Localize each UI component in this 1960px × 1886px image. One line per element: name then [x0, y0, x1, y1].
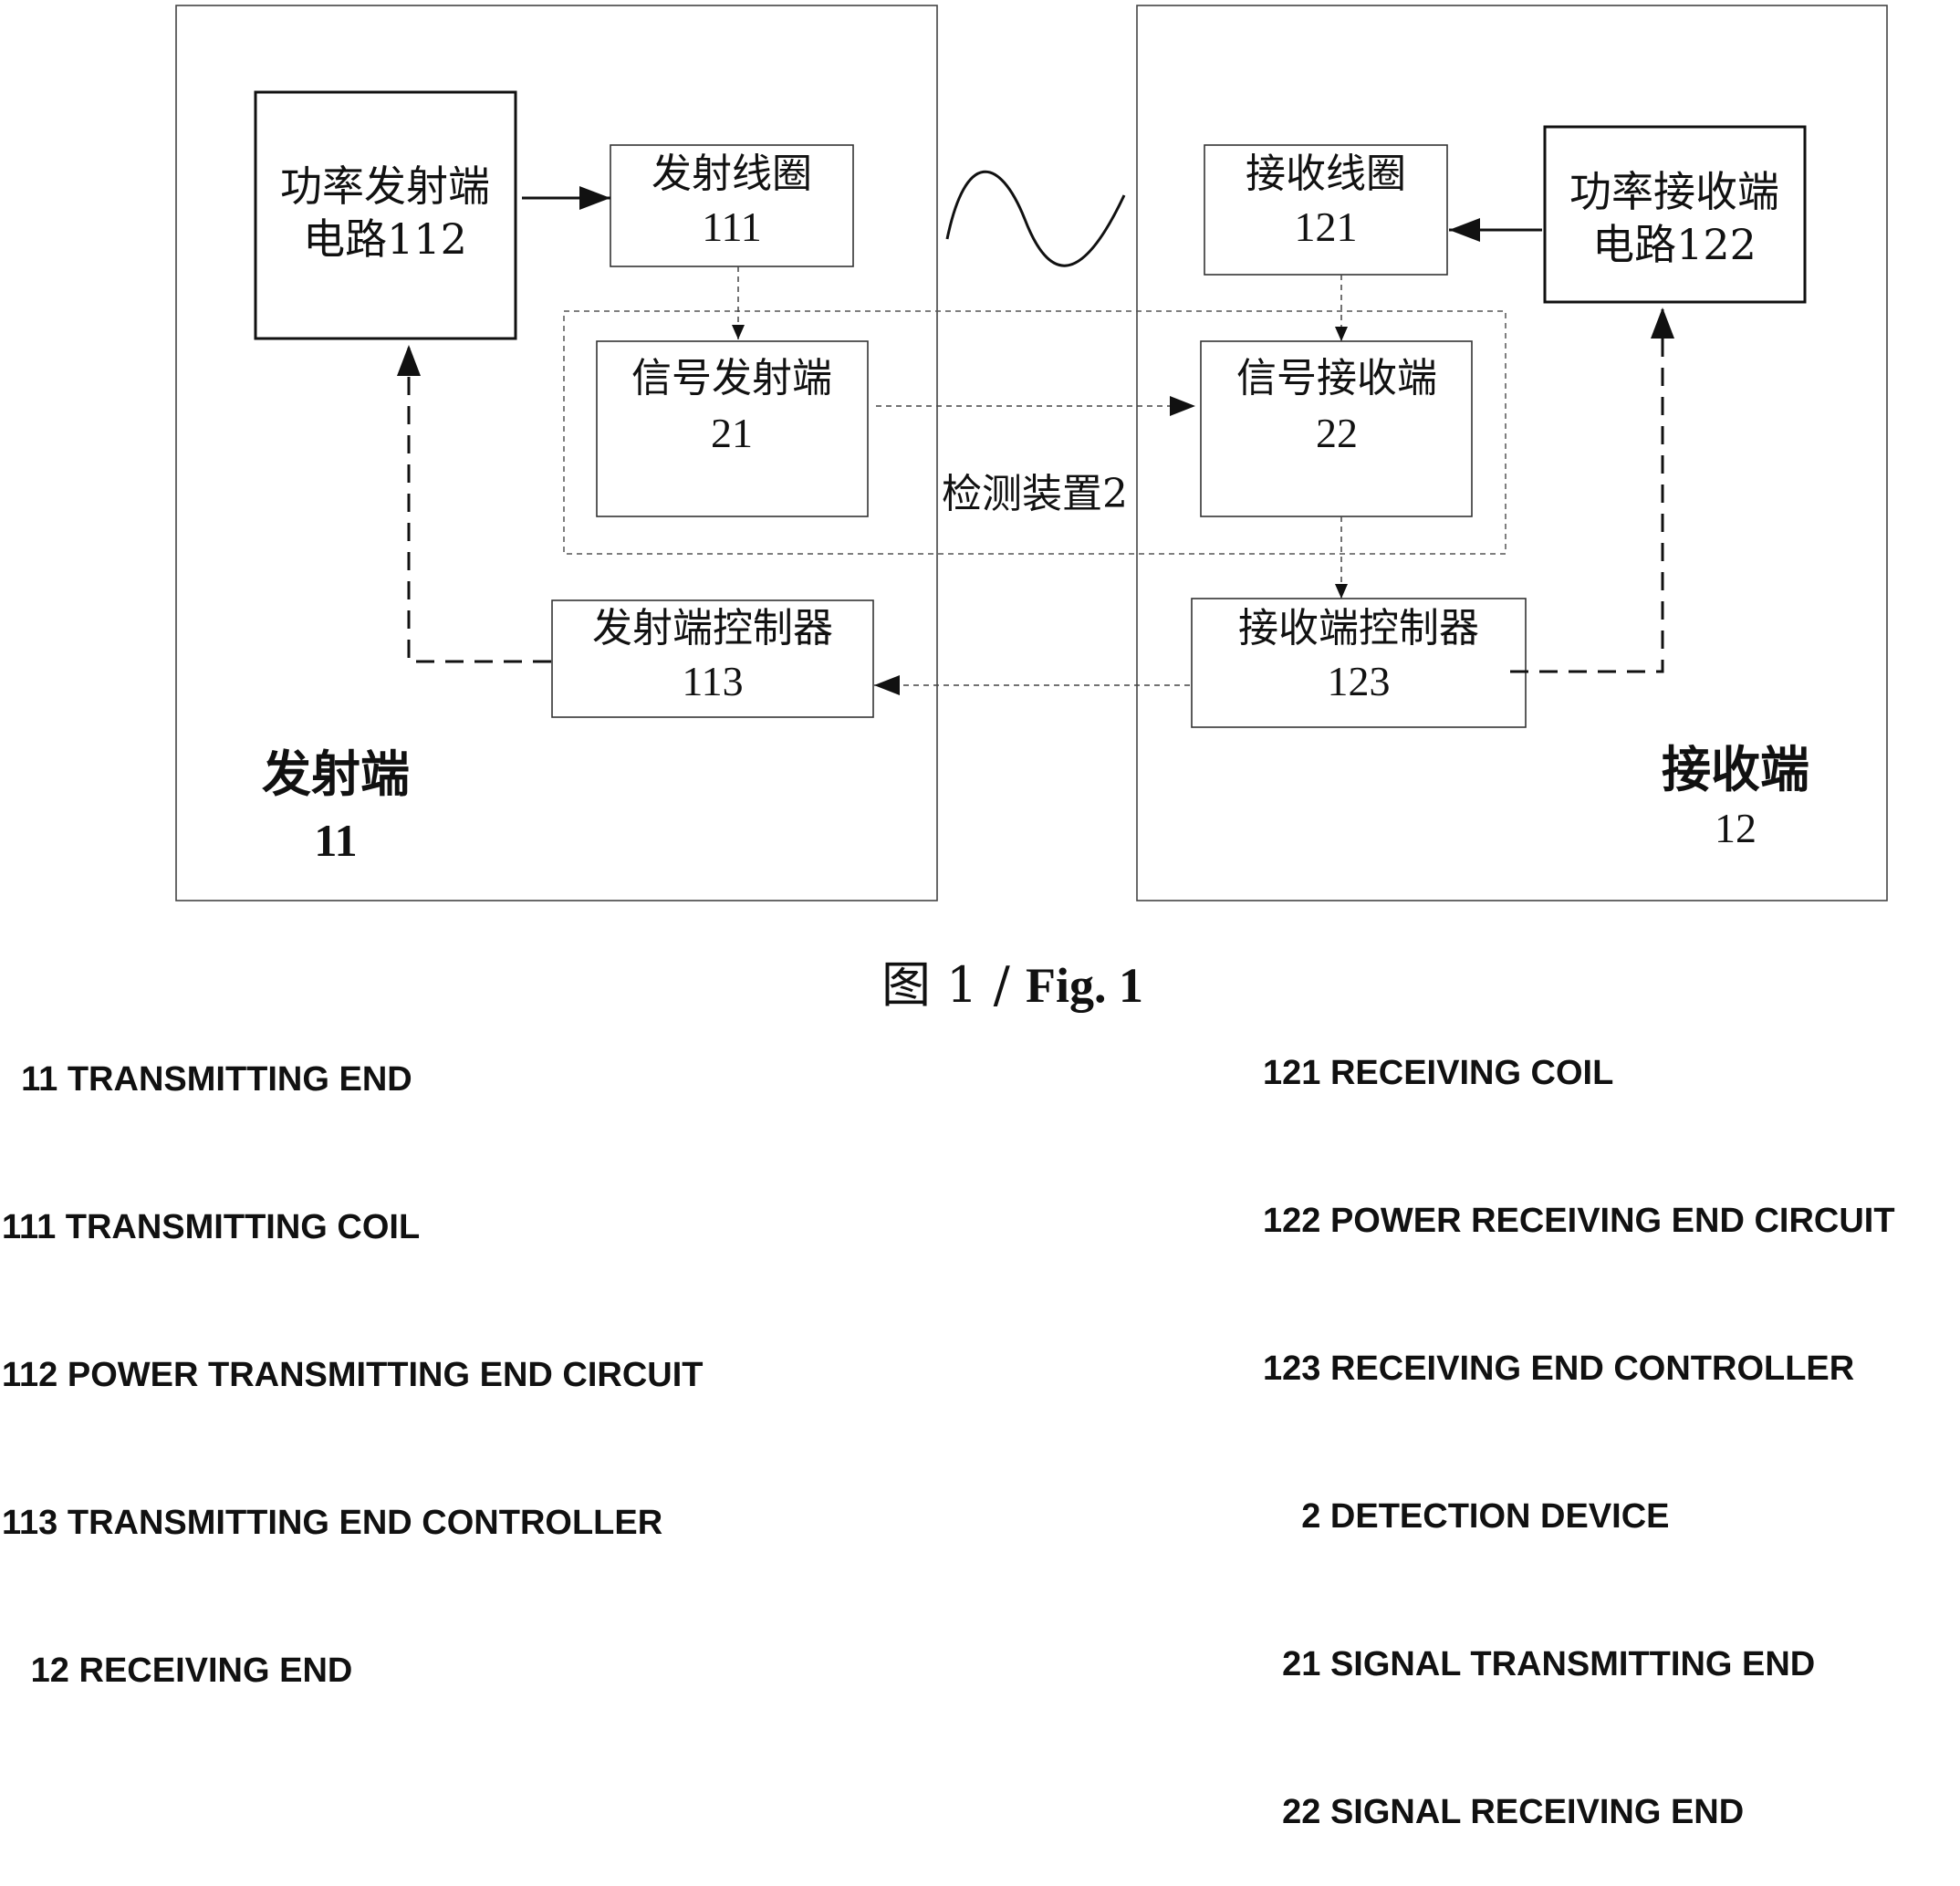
transmitting-end-label: 发射端: [262, 745, 410, 803]
signal-transmitting-line2: 21: [711, 410, 753, 456]
legend-right: 121 RECEIVING COIL 122 POWER RECEIVING E…: [1263, 950, 1895, 1886]
power-receiving-circuit-line2: 电路122: [1592, 220, 1757, 269]
transmitting-controller-line1: 发射端控制器: [592, 605, 833, 651]
legend-left: 11 TRANSMITTING END 111 TRANSMITTING COI…: [2, 956, 704, 1745]
receiving-end-label: 接收端: [1662, 741, 1809, 798]
legend-item: 122 POWER RECEIVING END CIRCUIT: [1263, 1202, 1895, 1240]
transmitting-end-region: [175, 5, 938, 901]
legend-item: 111 TRANSMITTING COIL: [2, 1208, 421, 1246]
detection-device-label: 检测装置2: [942, 471, 1128, 517]
signal-transmitting-box: 信号发射端 21: [596, 340, 869, 517]
transmitting-coil-line2: 111: [702, 203, 762, 250]
legend-item: 112 POWER TRANSMITTING END CIRCUIT: [2, 1356, 704, 1394]
receiving-end-region: [1136, 5, 1888, 901]
signal-receiving-line2: 22: [1316, 410, 1358, 456]
power-receiving-circuit-box: 功率接收端 电路122: [1543, 125, 1807, 304]
block-diagram: 功率发射端 电路112 发射线圈 111 接收线圈 121 功率接收端 电路12…: [175, 5, 1888, 901]
power-receiving-circuit-line1: 功率接收端: [1569, 167, 1779, 216]
figure-caption-cn: 图 1 /: [881, 956, 1027, 1014]
transmitting-coil-box: 发射线圈 111: [610, 144, 854, 267]
transmitting-controller-box: 发射端控制器 113: [551, 599, 874, 718]
legend-item: 21 SIGNAL TRANSMITTING END: [1263, 1645, 1816, 1683]
receiving-end-number: 12: [1715, 805, 1757, 851]
power-transmitting-circuit-line2: 电路112: [303, 214, 467, 264]
transmitting-end-number: 11: [314, 815, 357, 866]
receiving-controller-box: 接收端控制器 123: [1191, 598, 1527, 728]
power-transmitting-circuit-box: 功率发射端 电路112: [254, 90, 517, 340]
receiving-controller-line2: 123: [1328, 658, 1391, 704]
figure-caption-en: Fig. 1: [1026, 958, 1144, 1013]
legend-item: 12 RECEIVING END: [2, 1652, 353, 1690]
legend-item: 113 TRANSMITTING END CONTROLLER: [2, 1504, 663, 1542]
wireless-wave-icon: [945, 170, 1126, 267]
legend-item: 2 DETECTION DEVICE: [1263, 1497, 1670, 1536]
receiving-coil-box: 接收线圈 121: [1204, 144, 1448, 276]
receiving-controller-line1: 接收端控制器: [1238, 605, 1479, 651]
signal-receiving-line1: 信号接收端: [1236, 355, 1437, 401]
figure-caption: 图 1 / Fig. 1: [881, 944, 1143, 1016]
receiving-coil-line2: 121: [1295, 203, 1358, 250]
signal-receiving-box: 信号接收端 22: [1200, 340, 1473, 517]
receiving-coil-line1: 接收线圈: [1246, 151, 1406, 197]
legend-item: 11 TRANSMITTING END: [2, 1060, 412, 1099]
transmitting-controller-line2: 113: [682, 658, 743, 704]
transmitting-coil-line1: 发射线圈: [652, 151, 812, 197]
legend-item: 121 RECEIVING COIL: [1263, 1054, 1614, 1092]
power-transmitting-circuit-line1: 功率发射端: [280, 162, 490, 211]
legend-item: 123 RECEIVING END CONTROLLER: [1263, 1349, 1855, 1388]
signal-transmitting-line1: 信号发射端: [631, 355, 832, 401]
feedback-rx-controller-to-power-rx: [1510, 307, 1674, 673]
legend-item: 22 SIGNAL RECEIVING END: [1263, 1793, 1745, 1831]
feedback-tx-controller-to-power-tx: [397, 345, 551, 663]
